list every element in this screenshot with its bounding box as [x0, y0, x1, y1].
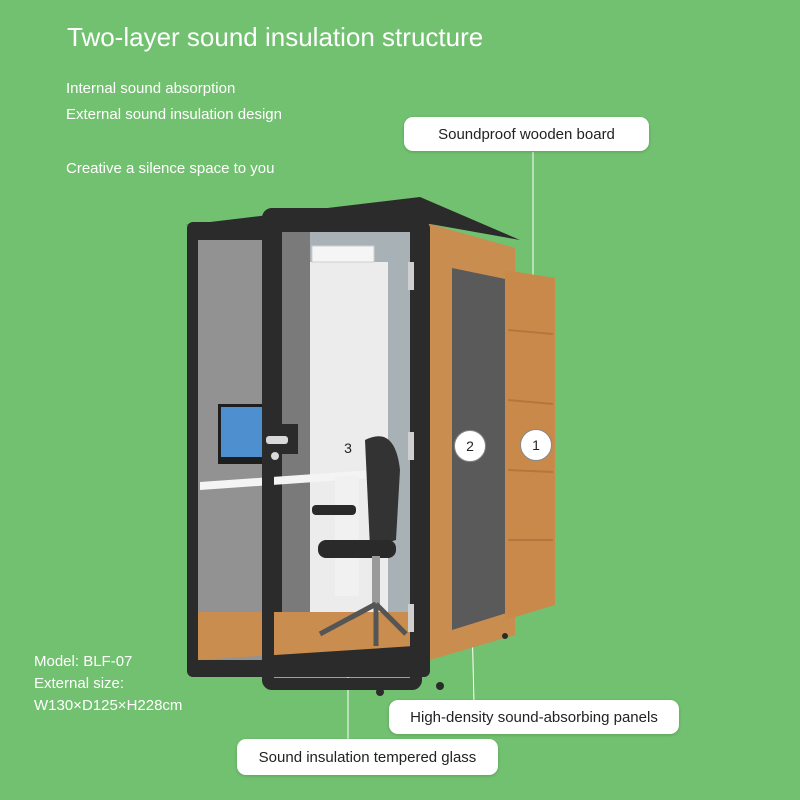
desk — [200, 470, 372, 490]
marker-3: 3 — [344, 440, 352, 456]
ceiling-light — [311, 245, 375, 263]
feature-line-2: External sound insulation design — [66, 106, 282, 123]
callout-board: Soundproof wooden board — [404, 117, 649, 151]
model-line-1: Model: BLF-07 — [34, 653, 133, 670]
callout-panels: High-density sound-absorbing panels — [389, 700, 679, 734]
door-handle — [266, 436, 288, 444]
office-chair — [312, 436, 408, 646]
feature-line-1: Internal sound absorption — [66, 80, 236, 97]
page-title: Two-layer sound insulation structure — [67, 22, 484, 52]
callout-glass: Sound insulation tempered glass — [237, 739, 498, 775]
model-line-3: W130×D125×H228cm — [34, 697, 183, 714]
model-line-2: External size: — [34, 675, 125, 692]
marker-1: 1 — [520, 429, 552, 461]
marker-2: 2 — [454, 430, 486, 462]
feature-line-3: Creative a silence space to you — [66, 160, 275, 177]
booth-floor — [198, 612, 414, 660]
